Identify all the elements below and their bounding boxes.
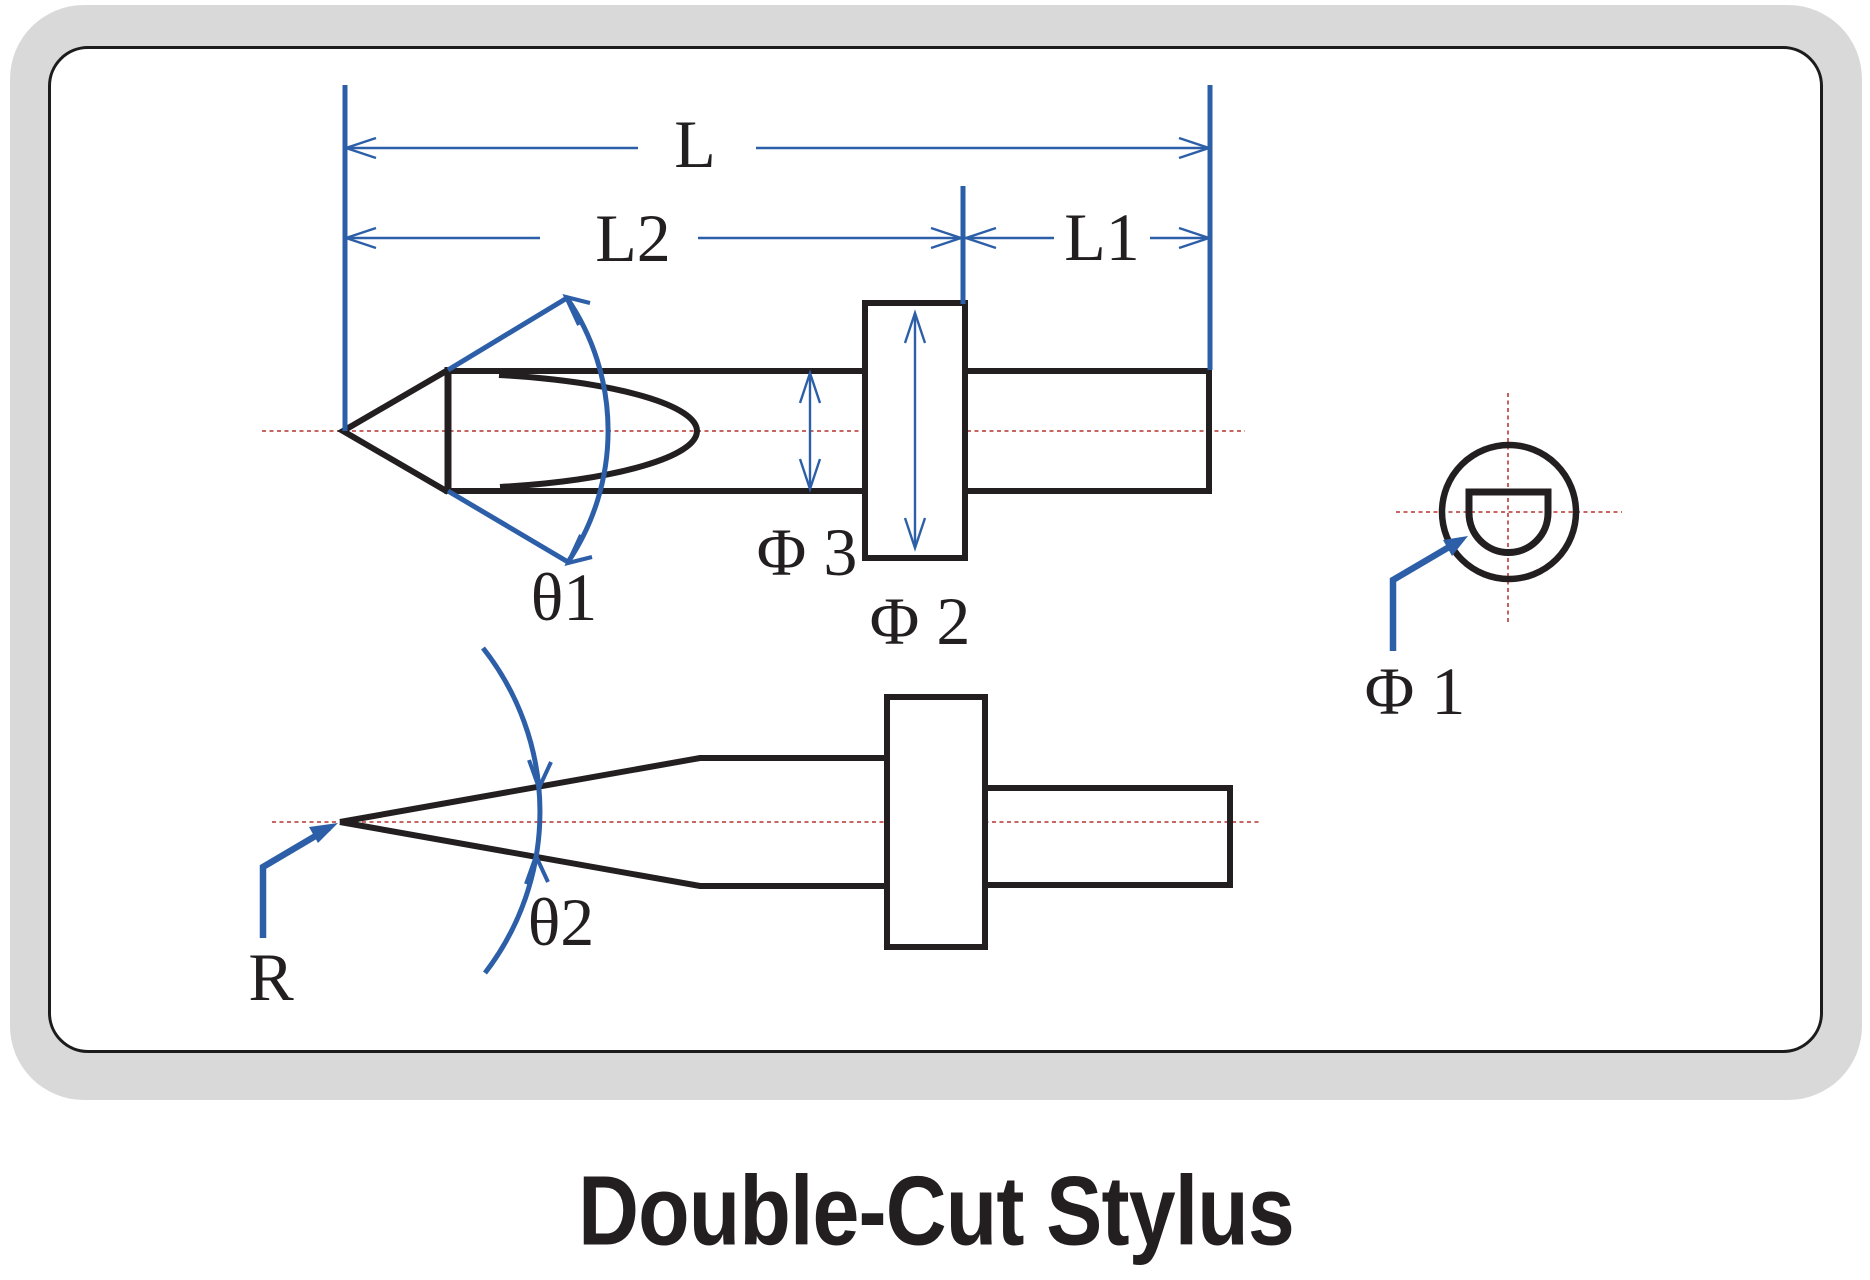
arrowhead bbox=[342, 226, 377, 250]
dim-phi2 bbox=[903, 309, 927, 552]
label-shank-diameter: Φ 1 bbox=[1364, 653, 1466, 729]
dim-theta2 bbox=[481, 646, 553, 975]
arrowhead bbox=[798, 458, 822, 493]
arrowhead bbox=[342, 136, 377, 160]
label-flange-diameter: Φ 2 bbox=[869, 583, 971, 659]
cut-edge-parabola bbox=[498, 372, 701, 490]
side-view-outline bbox=[339, 694, 1233, 950]
dim-theta1 bbox=[446, 294, 611, 566]
label-edge-angle: θ2 bbox=[527, 884, 595, 960]
flange-side-view bbox=[884, 694, 988, 950]
dim-L bbox=[342, 136, 1213, 160]
arrowhead bbox=[930, 226, 965, 250]
arrowhead bbox=[564, 534, 593, 566]
label-tip-radius: R bbox=[248, 939, 294, 1015]
shaft-outline bbox=[965, 368, 1212, 494]
d-cut-profile bbox=[1465, 488, 1552, 556]
arrowhead bbox=[903, 517, 927, 552]
shank-circle bbox=[1438, 441, 1580, 583]
dimension-lines bbox=[259, 85, 1468, 975]
arrowhead bbox=[962, 226, 997, 250]
dim-L2 bbox=[342, 226, 965, 250]
dim-L1 bbox=[962, 226, 1213, 250]
leader-R bbox=[259, 823, 338, 938]
centerlines bbox=[262, 393, 1622, 823]
arrowhead bbox=[309, 823, 338, 843]
label-front-length: L2 bbox=[595, 200, 671, 276]
label-shank-length: L1 bbox=[1064, 199, 1140, 275]
upper-profile bbox=[339, 755, 889, 825]
arrowhead bbox=[562, 294, 591, 326]
arrowhead bbox=[798, 369, 822, 404]
dim-phi3 bbox=[798, 369, 822, 493]
label-body-diameter: Φ 3 bbox=[756, 514, 858, 590]
arrowhead bbox=[527, 759, 553, 794]
label-cone-angle: θ1 bbox=[530, 559, 598, 635]
label-total-length: L bbox=[674, 106, 716, 182]
figure-title: Double-Cut Stylus bbox=[578, 1155, 1295, 1266]
arrowhead bbox=[903, 309, 927, 344]
arrowhead bbox=[1443, 536, 1468, 556]
end-view-outline bbox=[1438, 441, 1580, 583]
arrowhead bbox=[1178, 136, 1213, 160]
arrowhead bbox=[524, 850, 550, 885]
lower-profile bbox=[339, 819, 889, 889]
arrowhead bbox=[1178, 226, 1213, 250]
shank-outline bbox=[985, 785, 1233, 888]
cone-edges bbox=[337, 367, 450, 495]
leader-phi1 bbox=[1389, 536, 1468, 651]
